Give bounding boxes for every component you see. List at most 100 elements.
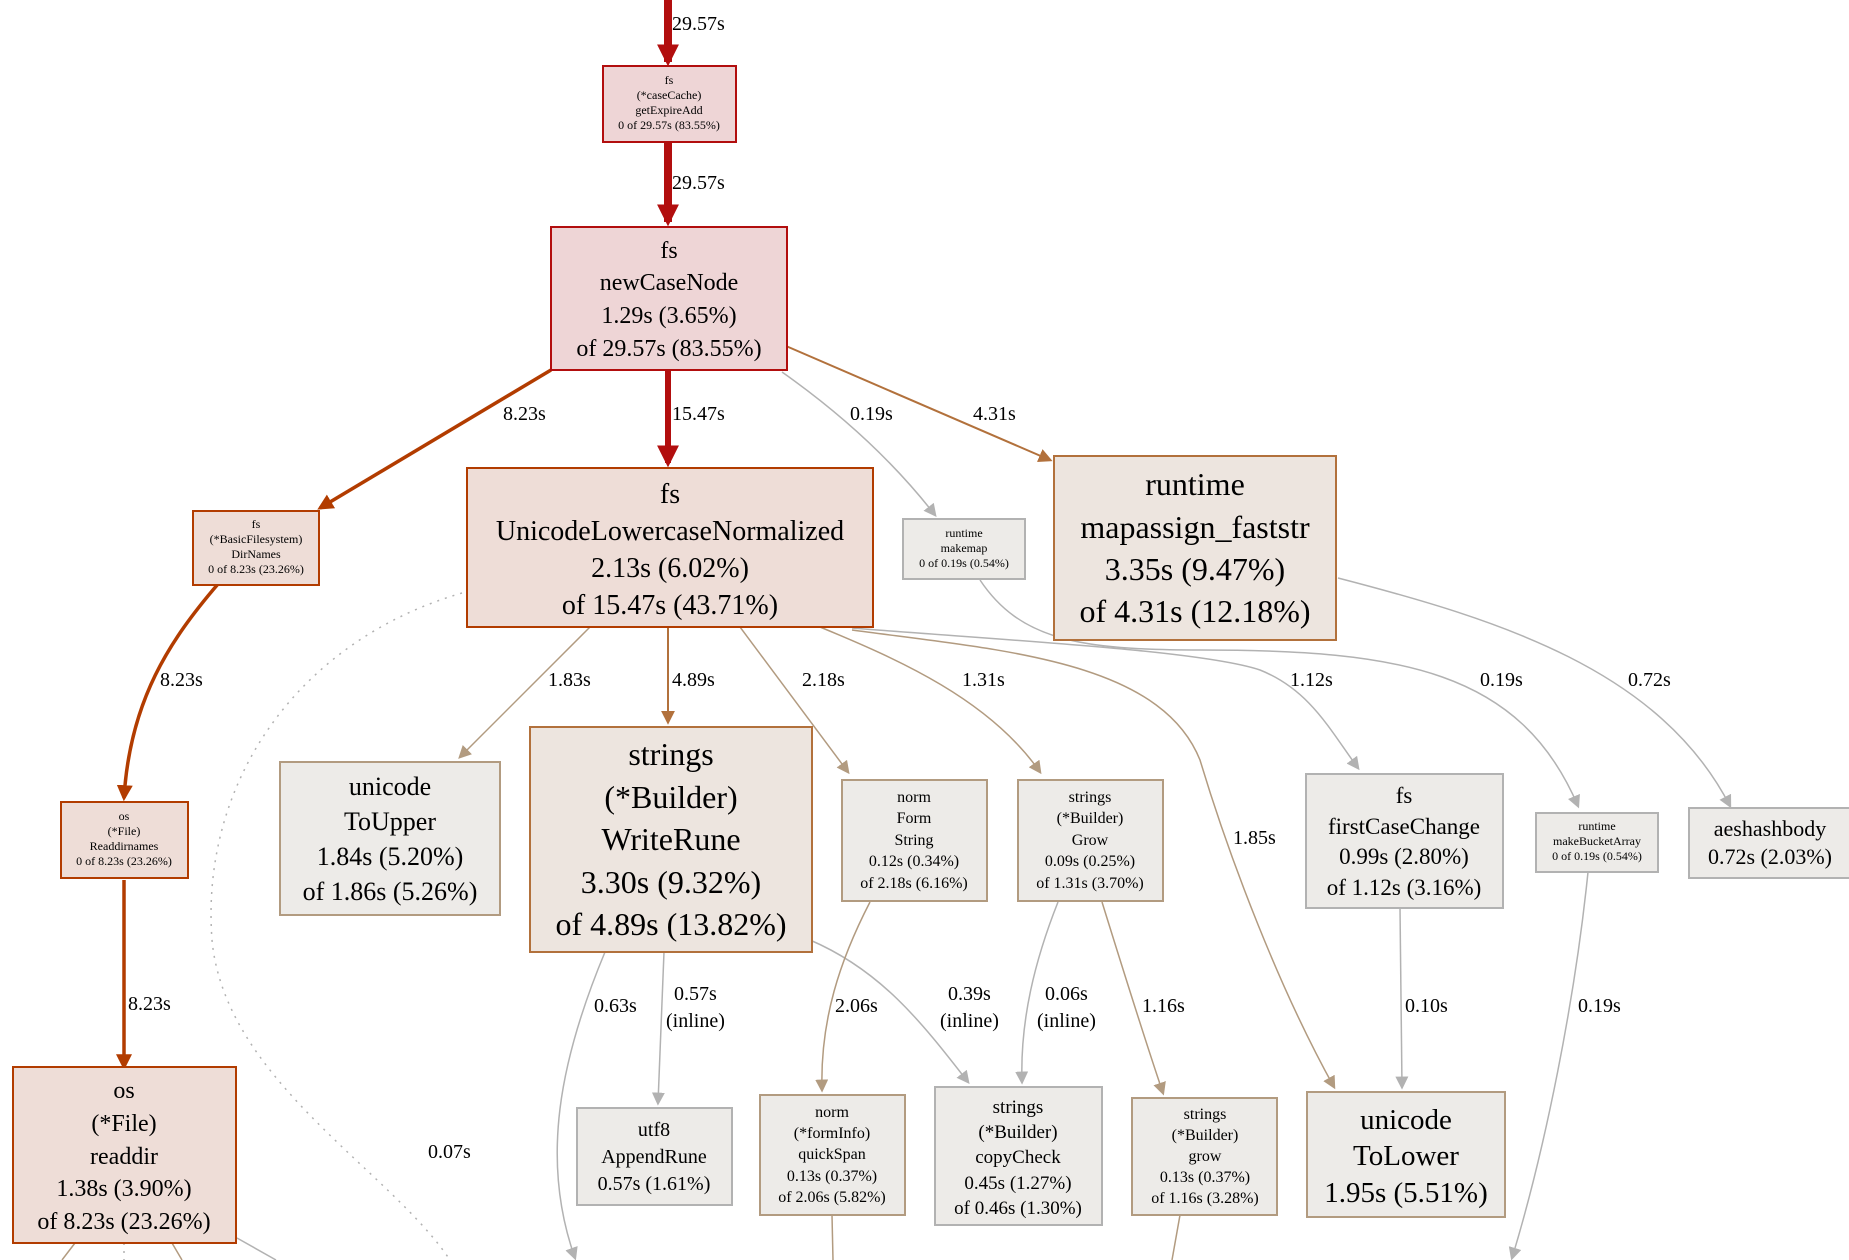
edge-label: 2.06s — [835, 995, 878, 1017]
edge-makebucketarray-offscreen: 0.19s — [1508, 871, 1621, 1260]
edge-label: 0.57s — [674, 983, 717, 1005]
node-builder-grow-lower[interactable]: strings (*Builder) grow 0.13s (0.37%) of… — [1131, 1097, 1278, 1216]
edge-newcasenode-makemap: 0.19s — [781, 371, 937, 518]
node-flat: 1.84s (5.20%) — [317, 842, 464, 871]
edge-dirnames-readdirnames: 8.23s — [116, 582, 220, 802]
node-cum: of 4.31s (12.18%) — [1079, 593, 1310, 629]
edge-firstcase-tolower: 0.10s — [1395, 907, 1448, 1090]
node-package: runtime — [1578, 819, 1615, 833]
edge-label: 0.72s — [1628, 669, 1671, 691]
node-builder-grow[interactable]: strings (*Builder) Grow 0.09s (0.25%) of… — [1017, 779, 1164, 902]
edge-newcasenode-dirnames: 8.23s — [317, 368, 552, 510]
node-receiver: (*Builder) — [604, 779, 737, 815]
node-package: strings — [1069, 789, 1112, 806]
node-flat: 2.13s (6.02%) — [591, 553, 749, 584]
node-getexpireadd[interactable]: fs (*caseCache) getExpireAdd 0 of 29.57s… — [602, 65, 737, 143]
edge-ulcn-dotted: 0.07s — [210, 592, 471, 1260]
node-package: utf8 — [638, 1119, 670, 1141]
edge-writerune-appendrune: 0.57s (inline) — [651, 951, 725, 1106]
edge-newcasenode-ulcn: 15.47s — [657, 370, 725, 468]
node-function: getExpireAdd — [635, 103, 702, 117]
node-flat: 0.12s (0.34%) — [869, 853, 959, 870]
node-function: mapassign_faststr — [1080, 509, 1310, 545]
edge-label: 0.19s — [850, 403, 893, 425]
node-cum: of 2.06s (5.82%) — [778, 1189, 886, 1206]
node-receiver: (*formInfo) — [794, 1125, 870, 1142]
edge-label: 0.07s — [428, 1141, 471, 1163]
node-cum: of 1.16s (3.28%) — [1151, 1190, 1259, 1207]
node-function: Grow — [1072, 832, 1109, 849]
node-flat: 3.35s (9.47%) — [1105, 551, 1285, 587]
edge-label: 8.23s — [503, 403, 546, 425]
node-flat: 3.30s (9.32%) — [581, 864, 761, 900]
edge-label: 0.10s — [1405, 995, 1448, 1017]
node-package: fs — [660, 479, 680, 510]
node-package: strings — [993, 1097, 1044, 1118]
node-makebucketarray[interactable]: runtime makeBucketArray 0 of 0.19s (0.54… — [1535, 812, 1659, 873]
node-function: makeBucketArray — [1553, 834, 1641, 848]
node-aeshashbody[interactable]: aeshashbody 0.72s (2.03%) — [1688, 807, 1849, 879]
node-mapassign-faststr[interactable]: runtime mapassign_faststr 3.35s (9.47%) … — [1053, 455, 1337, 641]
node-readdirnames[interactable]: os (*File) Readdirnames 0 of 8.23s (23.2… — [60, 801, 189, 879]
node-cost: 0 of 29.57s (83.55%) — [618, 118, 720, 132]
edge-makemap-makebucketarray: 0.19s — [979, 579, 1580, 809]
node-flat: 0.57s (1.61%) — [598, 1173, 711, 1195]
node-receiver: (*Builder) — [1172, 1127, 1239, 1144]
node-cost: 0 of 8.23s (23.26%) — [208, 562, 304, 576]
node-tolower[interactable]: unicode ToLower 1.95s (5.51%) — [1306, 1091, 1506, 1218]
node-package: strings — [628, 736, 713, 772]
node-function: firstCaseChange — [1328, 814, 1480, 839]
edge-label: 15.47s — [672, 403, 725, 425]
node-function: readdir — [90, 1144, 158, 1170]
edge-label-inline: (inline) — [940, 1010, 999, 1032]
edge-grow-copycheck: 0.06s (inline) — [1015, 901, 1096, 1085]
node-makemap[interactable]: runtime makemap 0 of 0.19s (0.54%) — [902, 518, 1026, 580]
node-package: os — [119, 809, 130, 823]
edge-label: 29.57s — [672, 172, 725, 194]
node-copycheck[interactable]: strings (*Builder) copyCheck 0.45s (1.27… — [934, 1086, 1103, 1226]
node-readdir[interactable]: os (*File) readdir 1.38s (3.90%) of 8.23… — [12, 1066, 237, 1244]
node-function: ToLower — [1353, 1140, 1459, 1172]
node-function: AppendRune — [601, 1146, 707, 1168]
node-function: WriteRune — [601, 821, 740, 857]
edge-writerune-copycheck: 0.39s (inline) — [809, 939, 999, 1085]
edge-label: 1.83s — [548, 669, 591, 691]
node-cum: of 1.12s (3.16%) — [1327, 875, 1482, 900]
edge-label: 0.06s — [1045, 983, 1088, 1005]
edge-ulcn-firstcase: 1.12s — [851, 627, 1360, 771]
node-function: DirNames — [231, 547, 281, 561]
node-cum: of 8.23s (23.26%) — [37, 1209, 210, 1235]
node-cum: of 0.46s (1.30%) — [954, 1198, 1082, 1219]
node-package: unicode — [1360, 1104, 1452, 1136]
node-receiver: (*File) — [91, 1111, 156, 1137]
node-cum: of 1.31s (3.70%) — [1036, 875, 1144, 892]
node-function: ToUpper — [344, 807, 436, 836]
edge-newcasenode-mapassign: 4.31s — [785, 345, 1053, 462]
node-appendrune[interactable]: utf8 AppendRune 0.57s (1.61%) — [576, 1107, 733, 1206]
node-package: fs — [252, 517, 261, 531]
node-writerune[interactable]: strings (*Builder) WriteRune 3.30s (9.32… — [529, 726, 813, 953]
node-toupper[interactable]: unicode ToUpper 1.84s (5.20%) of 1.86s (… — [279, 761, 501, 916]
edge-ulcn-writerune: 4.89s — [661, 627, 715, 725]
node-package: strings — [1184, 1106, 1227, 1123]
node-unicodelowercasenormalized[interactable]: fs UnicodeLowercaseNormalized 2.13s (6.0… — [466, 467, 874, 628]
node-package: unicode — [349, 772, 431, 801]
node-dirnames[interactable]: fs (*BasicFilesystem) DirNames 0 of 8.23… — [192, 510, 320, 586]
node-flat: 0.09s (0.25%) — [1045, 853, 1135, 870]
node-quickspan[interactable]: norm (*formInfo) quickSpan 0.13s (0.37%)… — [759, 1094, 906, 1216]
node-receiver: (*BasicFilesystem) — [210, 532, 303, 546]
edge-readdir-stubs — [61, 1237, 277, 1260]
node-firstcasechange[interactable]: fs firstCaseChange 0.99s (2.80%) of 1.12… — [1305, 773, 1504, 909]
edge-label-inline: (inline) — [1037, 1010, 1096, 1032]
node-newcasenode[interactable]: fs newCaseNode 1.29s (3.65%) of 29.57s (… — [550, 226, 788, 371]
edge-label: 4.31s — [973, 403, 1016, 425]
edge-ulcn-grow: 1.31s — [819, 626, 1042, 775]
node-flat: 1.38s (3.90%) — [56, 1176, 191, 1202]
node-flat: 0.99s (2.80%) — [1339, 844, 1469, 869]
node-form-string[interactable]: norm Form String 0.12s (0.34%) of 2.18s … — [841, 779, 988, 902]
node-function: aeshashbody — [1714, 816, 1826, 841]
node-package: os — [113, 1078, 134, 1104]
node-cum: of 1.86s (5.26%) — [303, 877, 478, 906]
node-package: norm — [897, 789, 931, 806]
